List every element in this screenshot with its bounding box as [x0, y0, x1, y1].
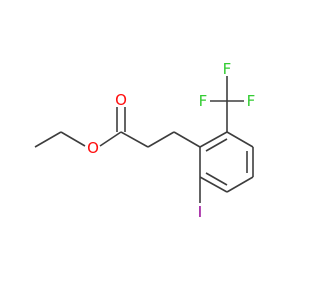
bond-ch2-ch2: [147, 131, 175, 148]
ring-bond-1: [199, 131, 228, 148]
atom-label-f-top: F: [223, 60, 232, 78]
atom-label-o-ester: O: [87, 139, 99, 157]
atom-labels: O O F F F I: [87, 60, 255, 221]
bond-c-carbonyl-ch2: [120, 131, 149, 148]
bond-ch2-ring: [173, 131, 201, 148]
molecule-structure: O O F F F I: [34, 60, 255, 221]
ring-inner-3: [205, 172, 228, 186]
bonds: [34, 76, 254, 203]
atom-label-f-left: F: [199, 92, 208, 110]
bond-ch3-ch2: [34, 131, 62, 148]
atom-label-f-right: F: [247, 92, 256, 110]
ring-bond-4: [226, 176, 254, 193]
atom-label-iodine: I: [198, 203, 202, 221]
bond-ch2-o-ester: [60, 131, 86, 147]
ring-inner-1: [205, 138, 228, 152]
structure-canvas: O O F F F I: [34, 60, 255, 221]
atom-label-o-carbonyl: O: [115, 91, 127, 109]
bond-o-ester-c-carbonyl: [99, 131, 122, 147]
ring-bond-5: [199, 176, 228, 193]
ring-bond-2: [226, 131, 254, 148]
